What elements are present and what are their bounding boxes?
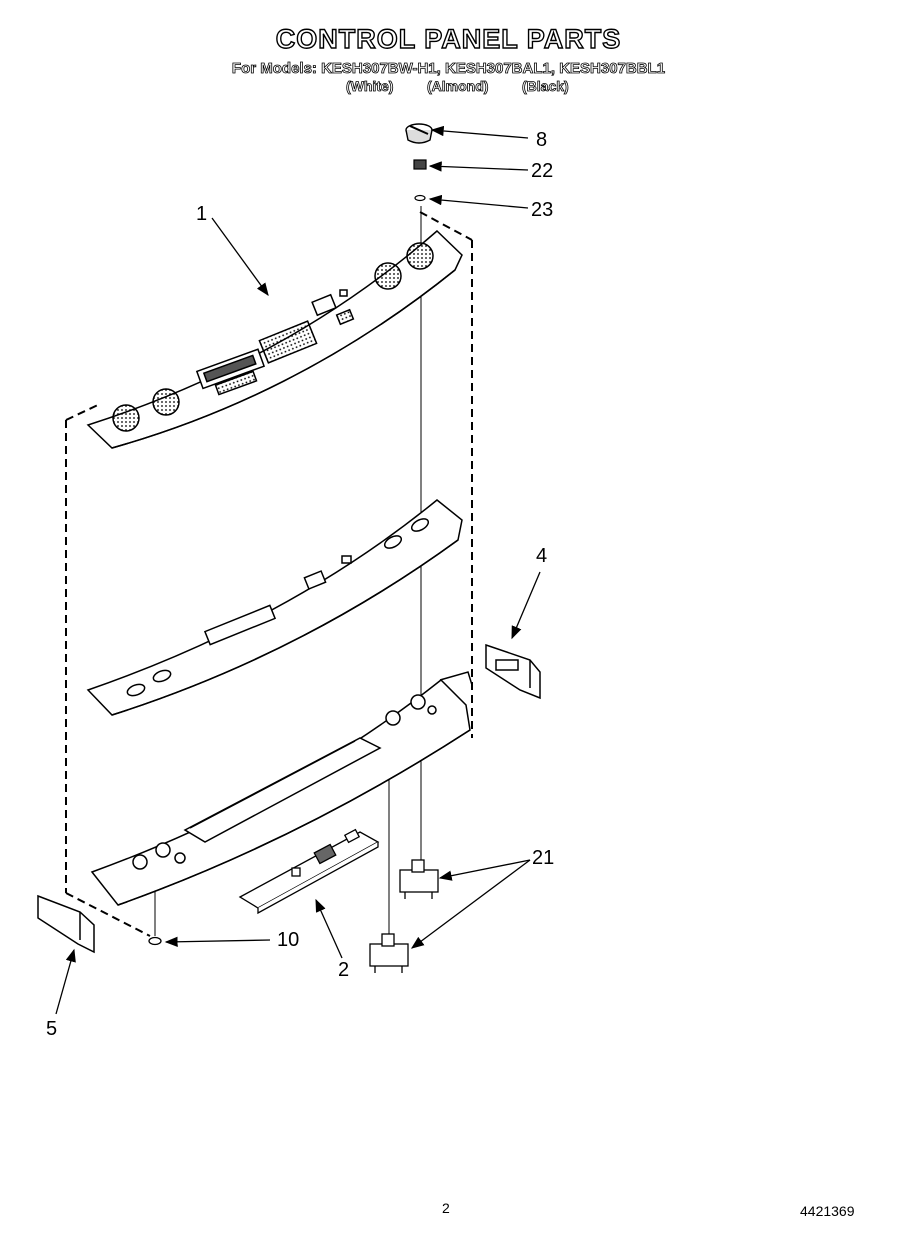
variant-almond: (Almond) bbox=[427, 78, 489, 95]
overlay-backing-panel bbox=[86, 499, 463, 716]
part-number-22: 22 bbox=[531, 160, 554, 182]
variant-white: (White) bbox=[346, 78, 394, 95]
part-number-10: 10 bbox=[277, 929, 300, 951]
knob-part bbox=[405, 123, 433, 144]
part-number-21: 21 bbox=[532, 847, 555, 869]
screw-part bbox=[148, 936, 162, 946]
circuit-board bbox=[238, 828, 380, 915]
control-overlay-panel bbox=[86, 229, 463, 449]
nut-part bbox=[413, 159, 427, 170]
model-list: For Models: KESH307BW-H1, KESH307BAL1, K… bbox=[231, 60, 666, 78]
part-number-2: 2 bbox=[338, 959, 350, 981]
part-number-5: 5 bbox=[46, 1018, 58, 1040]
color-variants: (White) (Almond) (Black) bbox=[0, 78, 897, 98]
rotary-switch-upper bbox=[399, 859, 439, 899]
page-number: 2 bbox=[442, 1200, 450, 1216]
part-number-8: 8 bbox=[536, 129, 548, 151]
part-number-1: 1 bbox=[196, 203, 208, 225]
page-title: CONTROL PANEL PARTS bbox=[275, 23, 622, 54]
variant-black: (Black) bbox=[522, 78, 569, 95]
washer-part bbox=[414, 194, 426, 202]
assembly-outline bbox=[65, 211, 473, 937]
leader-arrows bbox=[55, 125, 541, 1015]
console-frame bbox=[90, 671, 473, 906]
document-number: 4421369 bbox=[800, 1203, 855, 1219]
part-number-4: 4 bbox=[536, 545, 548, 567]
part-number-23: 23 bbox=[531, 199, 554, 221]
end-cap-left bbox=[37, 894, 95, 954]
end-cap-right bbox=[485, 643, 541, 700]
rotary-switch-lower bbox=[369, 933, 409, 973]
